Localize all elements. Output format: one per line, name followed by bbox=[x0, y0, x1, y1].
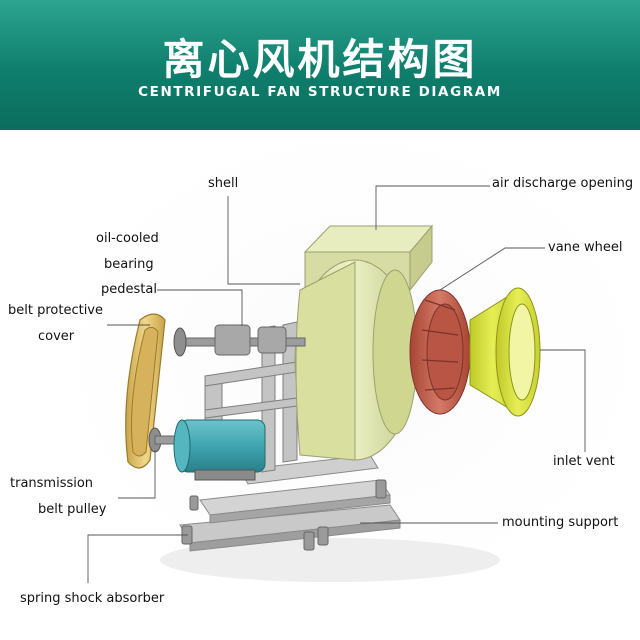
leader-spring-shock bbox=[87, 534, 188, 583]
belt-protective-cover bbox=[125, 313, 166, 469]
label-mounting-support: mounting support bbox=[502, 515, 619, 530]
label-air-discharge-opening: air discharge opening bbox=[492, 176, 634, 191]
title-chinese: 离心风机结构图 bbox=[162, 35, 478, 84]
label-spring-shock-absorber: spring shock absorber bbox=[20, 591, 165, 606]
label-transmission: transmission bbox=[10, 476, 94, 491]
label-inlet-vent: inlet vent bbox=[553, 454, 615, 469]
header-banner: 离心风机结构图 CENTRIFUGAL FAN STRUCTURE DIAGRA… bbox=[0, 0, 640, 130]
ground-shadow bbox=[160, 538, 500, 582]
leader-shell bbox=[227, 196, 300, 285]
leader-air-discharge bbox=[375, 185, 490, 230]
leader-belt-pulley bbox=[118, 450, 156, 499]
label-cover: cover bbox=[38, 329, 75, 344]
leader-bearing-pedestal bbox=[157, 289, 243, 326]
title-english: CENTRIFUGAL FAN STRUCTURE DIAGRAM bbox=[138, 84, 502, 100]
spring-shock-absorbers bbox=[181, 479, 387, 551]
inlet-vent bbox=[469, 287, 541, 417]
label-belt-pulley: belt pulley bbox=[38, 502, 107, 517]
label-bearing: bearing bbox=[104, 257, 154, 272]
vane-wheel bbox=[409, 289, 471, 415]
label-shell: shell bbox=[208, 176, 239, 191]
label-oil-cooled: oil-cooled bbox=[96, 231, 159, 246]
base-frame bbox=[179, 454, 401, 552]
banner-shine bbox=[0, 0, 640, 70]
leader-inlet-vent bbox=[540, 349, 586, 452]
leader-vane-wheel bbox=[439, 247, 545, 291]
leader-lines bbox=[87, 185, 586, 583]
motor bbox=[173, 419, 266, 481]
bearing-pedestal bbox=[173, 324, 306, 357]
label-belt-protective: belt protective bbox=[8, 303, 103, 318]
label-vane-wheel: vane wheel bbox=[548, 240, 623, 255]
label-pedestal: pedestal bbox=[101, 282, 157, 297]
fan-shell bbox=[294, 224, 434, 461]
